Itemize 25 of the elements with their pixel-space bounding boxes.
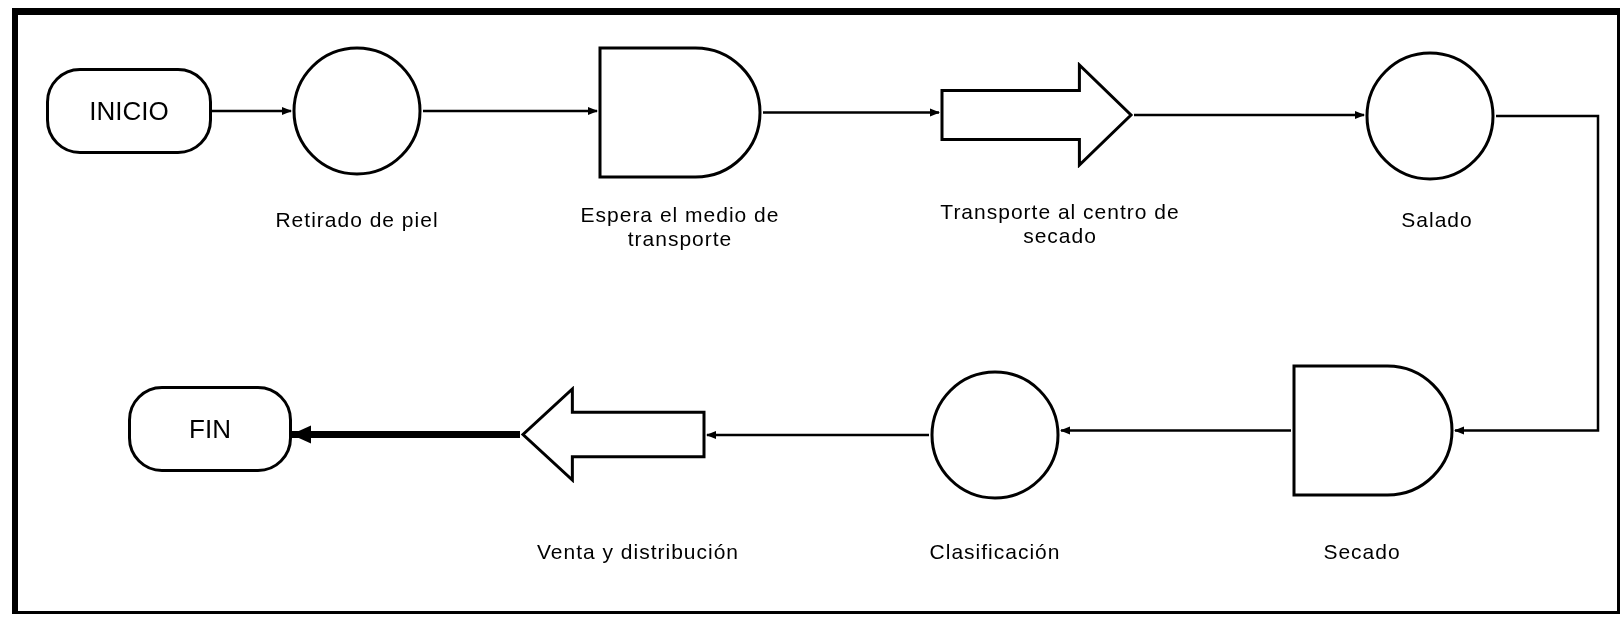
terminal-box: [46, 68, 212, 154]
delay-symbol: [1291, 363, 1455, 498]
step-label: Secado: [1322, 540, 1402, 564]
operation-circle: [291, 45, 423, 177]
step-label: Clasificación: [928, 540, 1062, 564]
terminal-label: INICIO: [89, 94, 169, 128]
step-label: Salado: [1400, 208, 1474, 232]
transport-arrow: [520, 386, 707, 483]
delay-symbol: [597, 45, 763, 180]
terminal-box: [128, 386, 292, 472]
arrow: [763, 108, 940, 117]
step-label: Retirado de piel: [274, 208, 440, 232]
arrow: [706, 431, 929, 439]
transport-arrow: [939, 62, 1134, 168]
step-label: Espera el medio de transporte: [579, 203, 781, 251]
operation-circle: [929, 369, 1061, 501]
step-label: Venta y distribución: [535, 540, 741, 564]
terminal-label: FIN: [189, 412, 231, 446]
arrow: [212, 107, 292, 115]
arrow: [1454, 114, 1600, 435]
step-label: Transporte al centro de secado: [939, 200, 1181, 248]
arrow: [1134, 111, 1365, 119]
arrow: [423, 107, 598, 115]
arrow: [1060, 426, 1291, 435]
operation-circle: [1364, 50, 1496, 182]
